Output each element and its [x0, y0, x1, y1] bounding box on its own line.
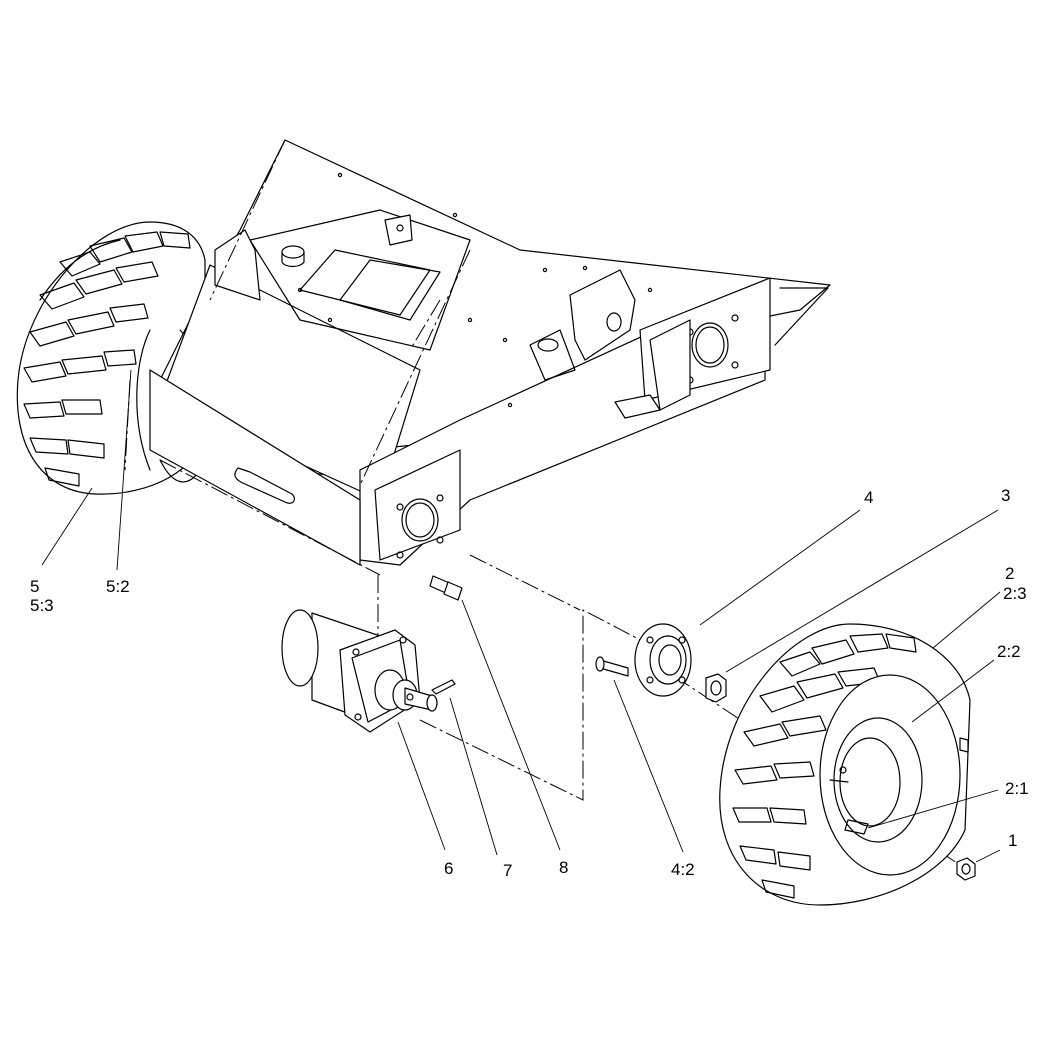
- leader-7: [449, 697, 498, 856]
- callout-2-3: 2:3: [1003, 584, 1027, 603]
- callout-2-1: 2:1: [1005, 779, 1029, 798]
- callout-5-2: 5:2: [106, 577, 130, 596]
- frame-assembly: [149, 139, 831, 566]
- leader-2-2: [911, 659, 995, 723]
- callout-5: 5: [30, 577, 39, 596]
- callout-8: 8: [559, 858, 568, 877]
- callout-2-2: 2:2: [997, 642, 1021, 661]
- leader-5-2: [116, 369, 132, 571]
- right-tire: [719, 623, 971, 906]
- callout-7: 7: [503, 861, 512, 880]
- key: [431, 679, 456, 695]
- callout-5-3: 5:3: [30, 596, 54, 615]
- callout-6: 6: [444, 859, 453, 878]
- leader-5: [41, 487, 93, 566]
- hub: [634, 623, 692, 697]
- hub-stud: [595, 656, 629, 677]
- wheel-motor: [281, 609, 438, 733]
- leader-4: [699, 509, 861, 626]
- leader-lines: [41, 369, 1001, 863]
- leader-4-2: [613, 679, 684, 853]
- leader-6: [397, 721, 446, 851]
- leader-3: [725, 509, 999, 673]
- callout-4-2: 4:2: [671, 860, 695, 879]
- leader-2-1: [867, 789, 999, 829]
- callout-4: 4: [864, 488, 873, 507]
- leader-8: [461, 599, 561, 851]
- callout-labels: 5 5:3 5:2 6 7 8 4:2 4 3 2 2:3 2:2 2:1 1: [30, 486, 1029, 880]
- castle-nut: [705, 673, 727, 703]
- callout-1: 1: [1008, 831, 1017, 850]
- bolt: [429, 575, 463, 601]
- leader-1: [975, 849, 1001, 863]
- callout-2: 2: [1005, 564, 1014, 583]
- leader-2-3: [932, 591, 1001, 649]
- callout-3: 3: [1001, 486, 1010, 505]
- lug-nut: [956, 857, 976, 881]
- center-lines: [124, 139, 961, 866]
